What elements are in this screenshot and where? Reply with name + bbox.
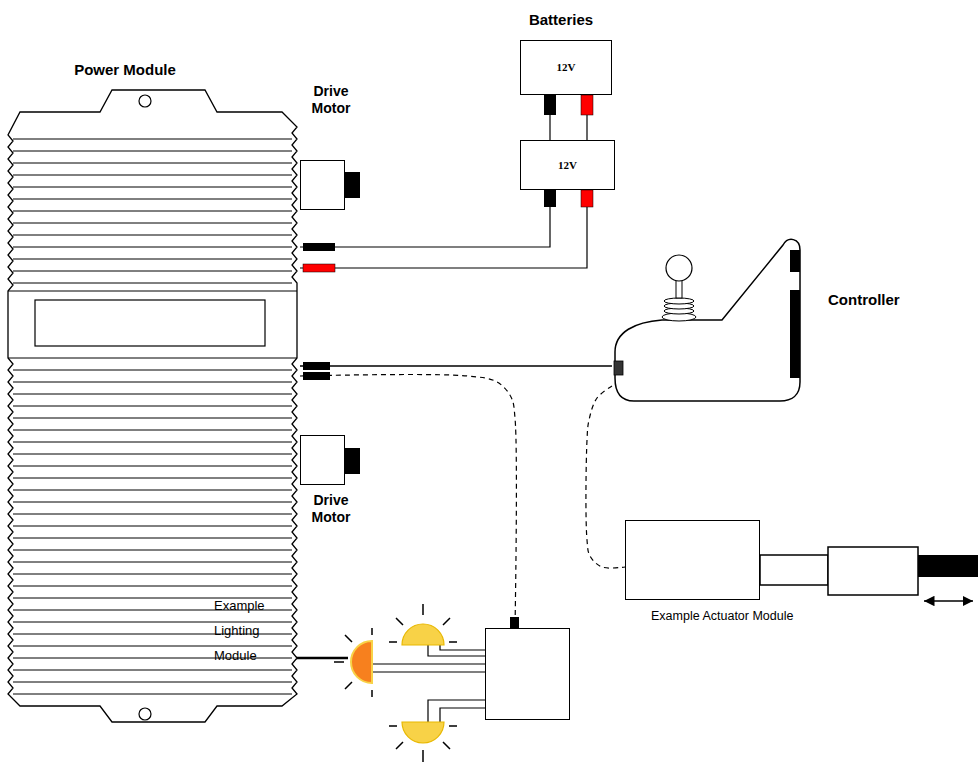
- mount-hole: [139, 95, 151, 107]
- lamp: [402, 624, 444, 645]
- label-position: Example Actuator Module: [651, 609, 793, 624]
- label-position: Example Lighting Module: [214, 593, 276, 668]
- dashed-cable: [300, 375, 516, 628]
- controller-outline: [612, 232, 805, 404]
- battery-plug: [303, 243, 335, 251]
- joystick-knob: [666, 255, 692, 281]
- node-label: Controller: [828, 291, 938, 309]
- actuator-body: [828, 547, 918, 595]
- label-plate: [35, 300, 265, 346]
- node-label: 12V: [558, 159, 577, 172]
- node-label: Example Lighting Module: [214, 593, 276, 668]
- group-label: Batteries: [511, 11, 611, 29]
- light-rays: [334, 628, 372, 697]
- label-position: Power Module: [60, 61, 190, 79]
- controller-strip: [790, 290, 800, 378]
- lamp: [351, 641, 372, 683]
- controller: Controller: [612, 232, 805, 404]
- label-position: Controller: [828, 291, 938, 309]
- bus-plug: [303, 362, 330, 370]
- light-rays: [389, 604, 457, 642]
- lighting-module: Example Lighting Module: [485, 628, 570, 720]
- light-rays: [389, 726, 457, 762]
- negative-terminal: [544, 95, 556, 115]
- controller-socket: [614, 361, 623, 375]
- label-position: Drive Motor: [303, 83, 359, 117]
- actuator-body: [760, 555, 828, 585]
- mount-hole: [139, 708, 151, 720]
- label-position: Batteries: [511, 11, 611, 29]
- drive-motor: Drive Motor: [300, 435, 345, 485]
- motor-plug: [345, 172, 360, 198]
- controller-strip: [790, 250, 800, 272]
- node-label: 12V: [557, 61, 576, 74]
- node-label: Power Module: [60, 61, 190, 79]
- label-position: Drive Motor: [303, 492, 359, 526]
- joystick-spring: [664, 298, 694, 304]
- controller-body: [615, 239, 800, 401]
- battery: 12V: [520, 40, 612, 95]
- negative-terminal: [544, 190, 556, 207]
- actuator-module: Example Actuator Module: [625, 520, 760, 600]
- battery-plug: [303, 264, 335, 272]
- lamp-wire: [372, 645, 485, 722]
- node-label: Drive Motor: [303, 83, 359, 117]
- lamp: [402, 722, 444, 743]
- drive-motor: Drive Motor: [300, 160, 345, 210]
- bus-plug: [303, 372, 330, 380]
- positive-terminal: [581, 95, 593, 115]
- positive-terminal: [581, 190, 593, 207]
- heatsink-outline: [8, 90, 297, 722]
- cable: [300, 365, 612, 367]
- node-label: Example Actuator Module: [651, 609, 793, 624]
- joystick-stem: [676, 280, 682, 298]
- node-label: Drive Motor: [303, 492, 359, 526]
- battery: 12V: [520, 140, 615, 190]
- motor-plug: [345, 448, 360, 474]
- actuator-rod: [918, 555, 978, 577]
- dashed-cable: [586, 386, 625, 568]
- motion-arrow: [924, 600, 973, 602]
- heatsink-fins: [8, 139, 297, 694]
